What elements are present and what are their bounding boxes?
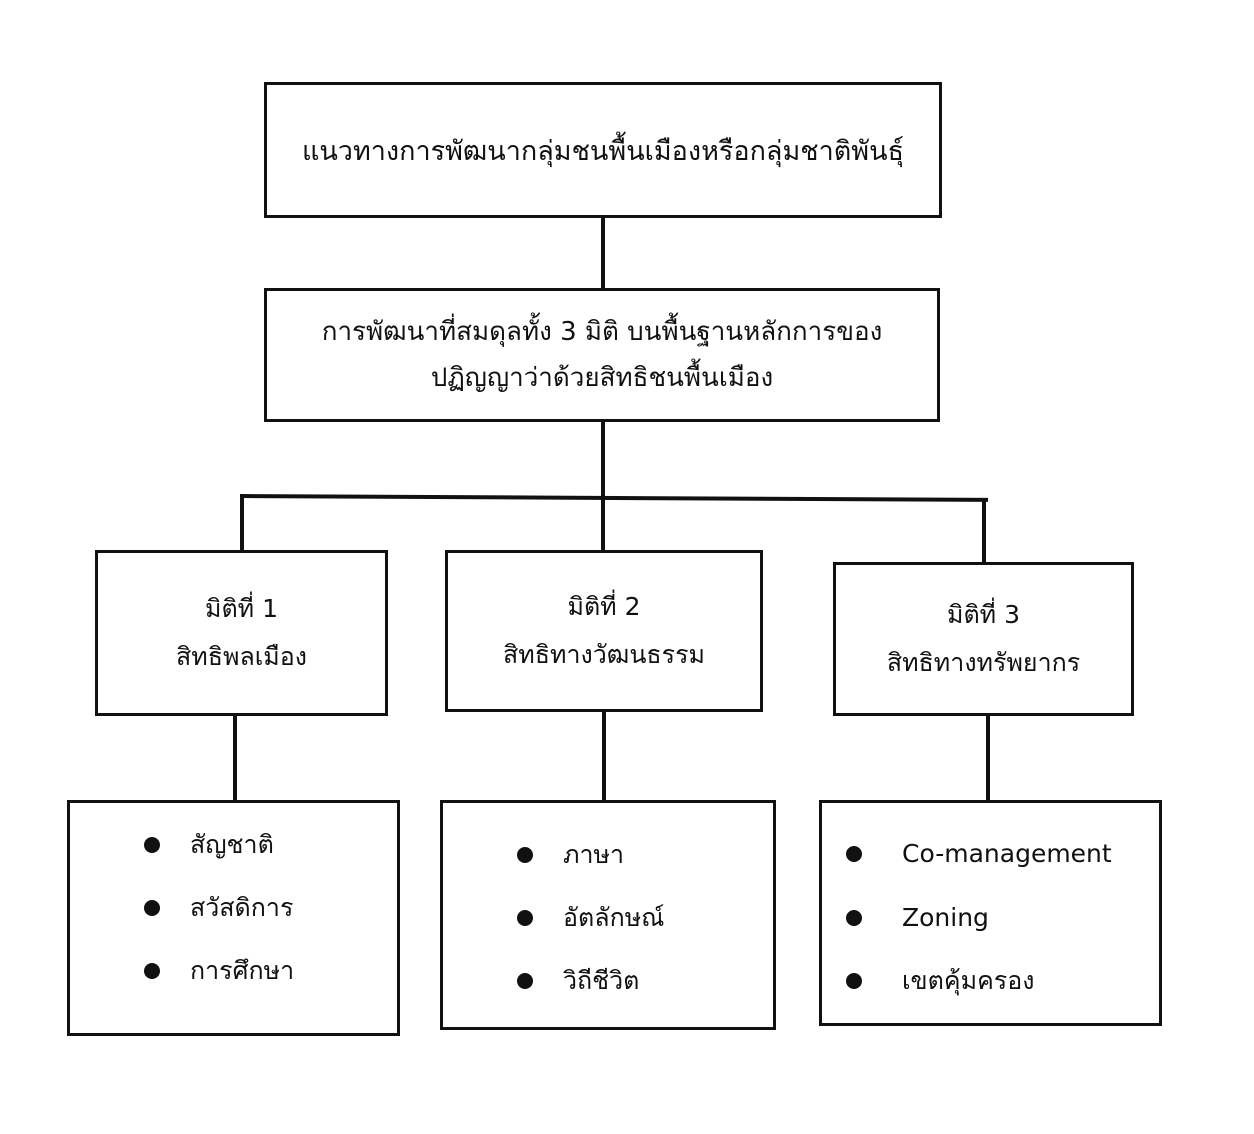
dimension-1-box: มิติที่ 1 สิทธิพลเมือง	[95, 550, 388, 716]
list-item: เขตคุ้มครอง	[902, 966, 1035, 995]
dimension-1-title: มิติที่ 1	[204, 594, 279, 623]
dimension-3-box: มิติที่ 3 สิทธิทางทรัพยากร	[833, 562, 1134, 716]
bullet-icon	[517, 910, 533, 926]
bullet-icon	[517, 847, 533, 863]
list-item: การศึกษา	[190, 956, 295, 985]
dimension-2-subtitle: สิทธิทางวัฒนธรรม	[502, 640, 706, 669]
bullet-icon	[144, 963, 160, 979]
dimension-2-box: มิติที่ 2 สิทธิทางวัฒนธรรม	[445, 550, 763, 712]
principle-line-2: ปฏิญญาว่าด้วยสิทธิชนพื้นเมือง	[430, 363, 774, 393]
connector-principle-bus	[601, 420, 605, 552]
principle-line-1: การพัฒนาที่สมดุลทั้ง 3 มิติ บนพื้นฐานหลั…	[321, 317, 883, 347]
connector-root-principle	[601, 216, 605, 290]
list-item: สวัสดิการ	[190, 893, 294, 922]
connector-bus-dim1	[240, 494, 244, 552]
bullet-icon	[846, 910, 862, 926]
bullet-icon	[846, 846, 862, 862]
connector-bus-dim3	[982, 500, 986, 564]
root-label: แนวทางการพัฒนากลุ่มชนพื้นเมืองหรือกลุ่มช…	[301, 135, 905, 167]
bullet-icon	[144, 837, 160, 853]
bullet-icon	[846, 973, 862, 989]
principle-box: การพัฒนาที่สมดุลทั้ง 3 มิติ บนพื้นฐานหลั…	[264, 288, 940, 422]
list-item: สัญชาติ	[190, 830, 274, 859]
list-item: ภาษา	[563, 840, 625, 869]
list-item: วิถีชีวิต	[563, 966, 640, 995]
list-item: Co-management	[902, 839, 1112, 868]
dimension-1-list: สัญชาติ สวัสดิการ การศึกษา	[67, 800, 400, 1036]
list-item: Zoning	[902, 903, 989, 932]
root-box: แนวทางการพัฒนากลุ่มชนพื้นเมืองหรือกลุ่มช…	[264, 82, 942, 218]
connector-dim2-list	[602, 710, 606, 802]
list-item: อัตลักษณ์	[563, 903, 665, 932]
connector-dim3-list	[986, 714, 990, 802]
connector-horizontal-bus	[239, 494, 989, 502]
bullet-icon	[144, 900, 160, 916]
dimension-1-subtitle: สิทธิพลเมือง	[175, 642, 308, 671]
dimension-3-title: มิติที่ 3	[946, 600, 1021, 629]
bullet-icon	[517, 973, 533, 989]
dimension-2-list: ภาษา อัตลักษณ์ วิถีชีวิต	[440, 800, 776, 1030]
dimension-3-subtitle: สิทธิทางทรัพยากร	[886, 648, 1081, 677]
connector-dim1-list	[233, 714, 237, 802]
dimension-3-list: Co-management Zoning เขตคุ้มครอง	[819, 800, 1162, 1026]
dimension-2-title: มิติที่ 2	[567, 592, 641, 621]
